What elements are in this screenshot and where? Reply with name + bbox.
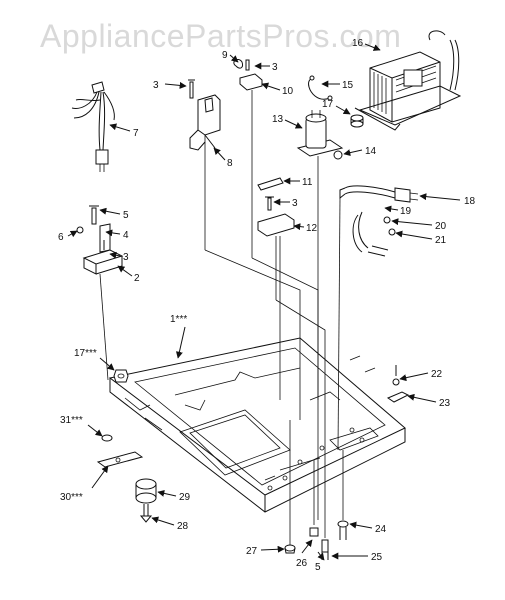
- label-9: 9: [222, 50, 228, 61]
- part-switch-bracket: [188, 79, 221, 250]
- label-24: 24: [375, 524, 387, 535]
- label-28: 28: [177, 521, 189, 532]
- part-foot: [135, 478, 157, 523]
- label-22: 22: [431, 369, 443, 380]
- label-13: 13: [272, 114, 284, 125]
- watermark: AppliancePartsPros.com: [40, 18, 402, 54]
- label-2: 2: [134, 273, 140, 284]
- label-11: 11: [302, 177, 313, 188]
- label-30: 30***: [60, 492, 83, 503]
- label-3-left2: 3: [123, 252, 129, 263]
- label-17: 17: [322, 99, 334, 110]
- label-3-left: 3: [153, 80, 159, 91]
- part-wire-15: [308, 75, 333, 101]
- label-14: 14: [365, 146, 377, 157]
- base-plate: [108, 337, 406, 513]
- part-foot-plate: [96, 434, 144, 468]
- part-power-cord: [337, 185, 419, 451]
- part-relay-bracket: [76, 205, 124, 381]
- label-25: 25: [371, 552, 383, 563]
- label-5-left: 5: [123, 210, 129, 221]
- part-wire-harness: [71, 81, 115, 172]
- label-5-bottom: 5: [315, 562, 321, 573]
- part-17: [350, 114, 364, 128]
- label-26: 26: [296, 558, 308, 569]
- label-29: 29: [179, 492, 191, 503]
- label-6: 6: [58, 232, 64, 243]
- part-wiring-lines: [204, 249, 326, 520]
- label-20: 20: [435, 221, 447, 232]
- part-transformer: [354, 30, 462, 131]
- label-7: 7: [133, 128, 139, 139]
- label-4: 4: [123, 230, 129, 241]
- label-15: 15: [342, 80, 354, 91]
- label-8: 8: [227, 158, 233, 169]
- label-17-base: 17***: [74, 348, 97, 359]
- label-18: 18: [464, 196, 476, 207]
- label-21: 21: [435, 235, 447, 246]
- label-1: 1***: [170, 314, 187, 325]
- label-3-top: 3: [272, 62, 278, 73]
- label-19: 19: [400, 206, 412, 217]
- part-pin-22: [386, 365, 410, 403]
- label-3-mid: 3: [292, 198, 298, 209]
- label-27: 27: [246, 546, 258, 557]
- label-23: 23: [439, 398, 451, 409]
- part-bottom-screws: [284, 420, 349, 560]
- part-fuse-holder: [257, 177, 295, 400]
- label-16: 16: [352, 38, 364, 49]
- leader-lines: [67, 43, 461, 561]
- label-31: 31***: [60, 415, 83, 426]
- label-10: 10: [282, 86, 294, 97]
- callout-labels: 9 3 10 3 8 7 15 16 17 13 14 11 3 12 18 1…: [58, 38, 476, 573]
- part-nut-17: [113, 369, 129, 383]
- label-12: 12: [306, 223, 318, 234]
